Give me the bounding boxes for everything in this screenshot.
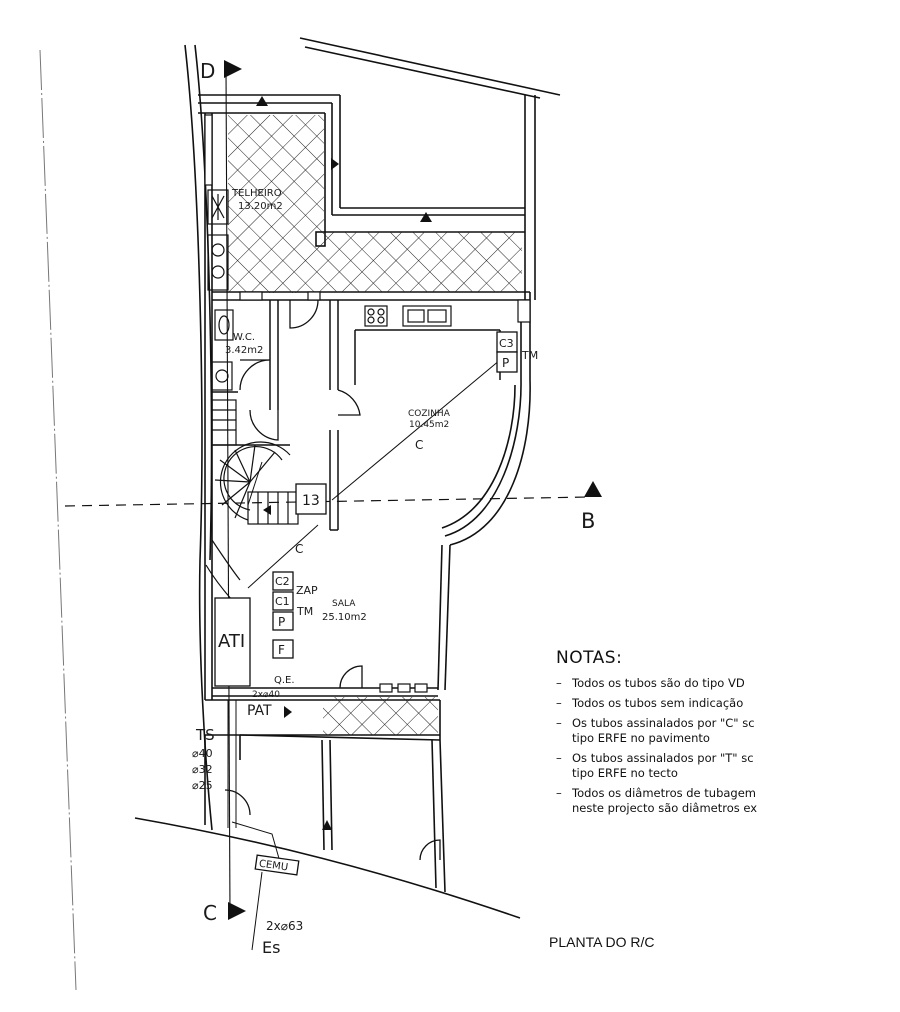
spiral-stair xyxy=(205,441,299,601)
note-item: –Todos os tubos sem indicação xyxy=(556,696,744,710)
room-area-sala: 25.10m2 xyxy=(322,612,367,623)
label-c-kitchen: C xyxy=(415,438,423,452)
flow-arrow-3 xyxy=(420,212,432,222)
section-arrow-d xyxy=(224,60,242,78)
label-tm-sala: TM xyxy=(296,605,313,618)
section-line-b xyxy=(64,496,591,507)
section-arrow-b xyxy=(584,481,602,497)
label-p-kitchen: P xyxy=(502,356,509,370)
label-box-13: 13 xyxy=(302,493,320,509)
section-label-c: C xyxy=(203,901,217,925)
section-label-b: B xyxy=(581,509,595,533)
room-area-telheiro: 13.20m2 xyxy=(238,201,283,212)
telheiro-hatch-strip xyxy=(324,232,522,292)
telheiro-hatch xyxy=(228,115,324,293)
note-text: Todos os tubos sem indicação xyxy=(572,696,744,710)
section-arrow-c xyxy=(228,902,246,920)
label-c1: C1 xyxy=(275,595,290,608)
label-tm-kitchen: TM xyxy=(521,349,538,362)
room-name-cozinha: COZINHA xyxy=(408,409,451,419)
outer-walls xyxy=(198,94,531,893)
room-name-telheiro: TELHEIRO xyxy=(231,188,282,199)
equipment-boxes xyxy=(214,331,518,876)
flow-arrow-4 xyxy=(263,505,271,515)
note-text: Os tubos assinalados por "T" sc tipo ERF… xyxy=(572,751,754,780)
note-item: –Os tubos assinalados por "T" sc tipo ER… xyxy=(556,751,754,780)
note-item: –Todos os tubos são do tipo VD xyxy=(556,676,745,690)
conduit-routes xyxy=(227,359,501,951)
flow-arrow-2 xyxy=(331,158,339,170)
label-zap: ZAP xyxy=(296,584,318,597)
label-pat-dim: 2x⌀40 xyxy=(252,690,280,700)
label-ts: TS xyxy=(195,726,215,744)
page-margin-line xyxy=(39,49,77,991)
pat-hatch xyxy=(323,697,438,735)
label-qe: Q.E. xyxy=(274,675,295,686)
flow-arrow-5 xyxy=(284,706,292,718)
section-label-d: D xyxy=(200,59,215,83)
room-area-cozinha: 10.45m2 xyxy=(409,420,449,430)
label-cemu: CEMU xyxy=(258,859,288,874)
label-f: F xyxy=(278,643,285,657)
notes-panel: NOTAS: –Todos os tubos são do tipo VD –T… xyxy=(556,648,806,821)
note-text: Todos os tubos são do tipo VD xyxy=(572,676,745,690)
windows xyxy=(204,114,531,693)
label-es: Es xyxy=(262,938,280,957)
flow-arrow-6 xyxy=(322,820,332,830)
label-diam-25: ⌀25 xyxy=(192,779,213,792)
label-c2: C2 xyxy=(275,575,290,588)
label-ati: ATI xyxy=(218,631,245,652)
note-text: Todos os diâmetros de tubagem neste proj… xyxy=(572,786,758,815)
label-diam-32: ⌀32 xyxy=(192,763,213,776)
note-item: –Os tubos assinalados por "C" sc tipo ER… xyxy=(556,716,755,745)
note-item: –Todos os diâmetros de tubagem neste pro… xyxy=(556,786,758,815)
label-pat: PAT xyxy=(247,703,272,719)
drawing-title: PLANTA DO R/C xyxy=(549,934,655,950)
label-cemu-dim: 2x⌀63 xyxy=(266,919,303,933)
label-c3: C3 xyxy=(499,337,514,350)
room-area-wc: 3.42m2 xyxy=(225,345,263,356)
room-name-wc: W.C. xyxy=(233,332,255,343)
label-p-sala: P xyxy=(278,615,285,629)
room-name-sala: SALA xyxy=(332,599,356,609)
notes-list: –Todos os tubos são do tipo VD –Todos os… xyxy=(556,676,806,816)
section-line-dc xyxy=(225,67,231,916)
flow-arrow-1 xyxy=(256,96,268,106)
label-diam-40: ⌀40 xyxy=(192,747,213,760)
note-text: Os tubos assinalados por "C" sc tipo ERF… xyxy=(572,716,755,745)
notes-title: NOTAS: xyxy=(556,648,623,668)
label-c-sala: C xyxy=(295,542,303,556)
fixtures xyxy=(207,189,452,446)
